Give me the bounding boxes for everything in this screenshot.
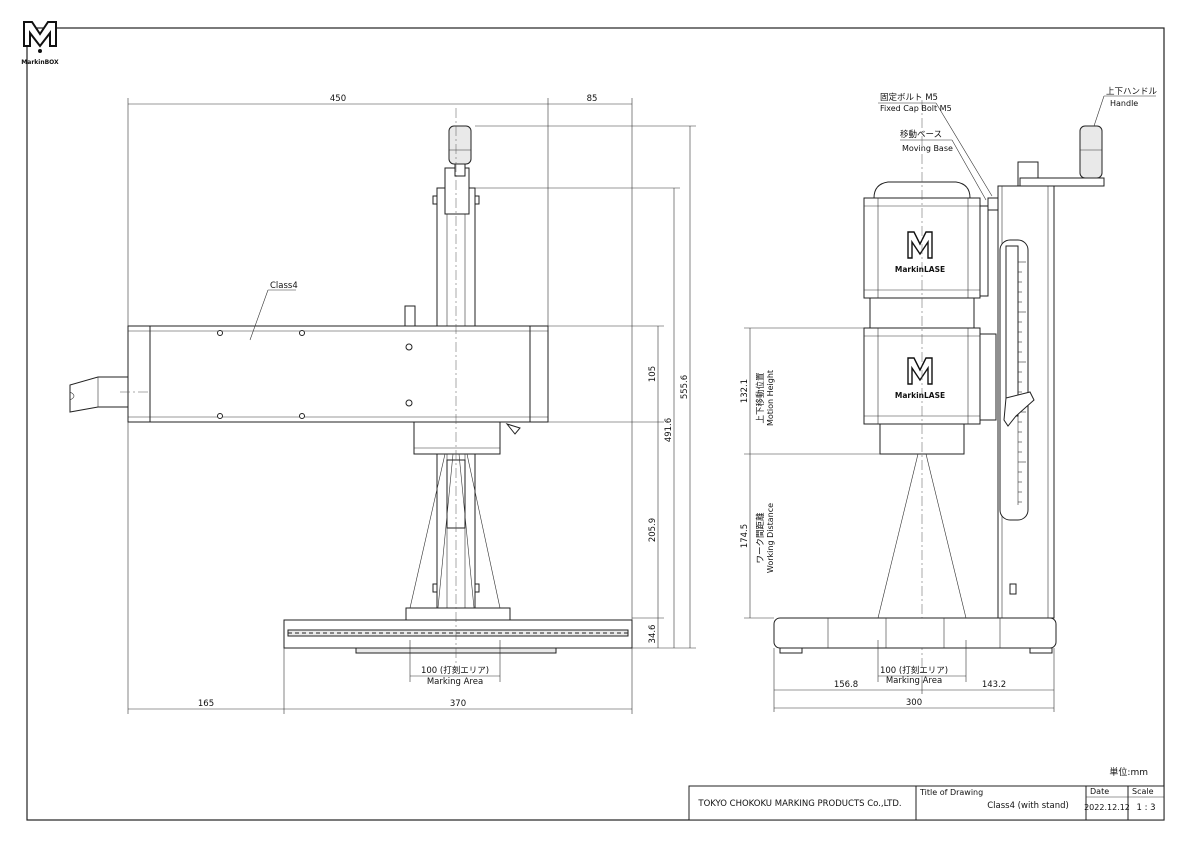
title-date-label: Date <box>1090 787 1109 796</box>
front-head-box <box>127 325 549 423</box>
title-drawing-value: Class4 (with stand) <box>987 801 1069 811</box>
logo-text: MarkinBOX <box>21 59 59 66</box>
title-scale-value: 1 : 3 <box>1136 803 1155 813</box>
callout-handle-en: Handle <box>1110 99 1138 108</box>
front-marking-area-jp: 100 (打刻エリア) <box>421 665 489 676</box>
callout-fixed-bolt-jp: 固定ボルト M5 <box>880 92 938 103</box>
side-base-plate <box>773 617 1057 649</box>
dim-working-en: Working Distance <box>766 503 775 573</box>
dim-working-jp: ワーク間距離 <box>755 512 766 564</box>
title-company: TOKYO CHOKOKU MARKING PRODUCTS Co.,LTD. <box>697 799 901 809</box>
title-block: TOKYO CHOKOKU MARKING PRODUCTS Co.,LTD. … <box>688 785 1165 821</box>
side-dimensions: 132.1 上下移動位置 Motion Height 174.5 ワーク間距離 … <box>740 327 1055 712</box>
side-head-lower-text: MarkinLASE <box>895 391 945 400</box>
side-head-upper-logo-icon <box>907 231 933 259</box>
callout-moving-base-jp: 移動ベース <box>900 129 942 140</box>
dim-height-491: 491.6 <box>664 418 674 442</box>
front-marking-area-en: Marking Area <box>427 677 483 687</box>
side-handle-arm <box>1019 177 1105 187</box>
dim-motion-en: Motion Height <box>766 370 775 426</box>
dim-left-offset: 165 <box>198 699 214 709</box>
side-marking-area-jp: 100 (打刻エリア) <box>880 665 948 676</box>
front-top-fitting <box>404 305 416 327</box>
front-handle-knob-icon <box>448 125 472 165</box>
logo-dot-icon <box>38 49 42 53</box>
side-clamp-lever-icon <box>1003 391 1035 427</box>
side-view: MarkinLASE MarkinLASE <box>773 100 1105 680</box>
side-head-lower-logo-icon <box>907 357 933 385</box>
dim-working-height: 205.9 <box>648 518 658 542</box>
logo: MarkinBOX <box>21 21 59 66</box>
title-date-value: 2022.12.12 <box>1084 803 1130 812</box>
dim-motion-jp: 上下移動位置 <box>755 372 766 424</box>
dim-base-width: 370 <box>450 699 466 709</box>
dim-total-height: 555.6 <box>680 375 690 399</box>
dim-top-offset: 85 <box>587 94 598 104</box>
sheet-border <box>26 27 1165 821</box>
side-head-upper-text: MarkinLASE <box>895 265 945 274</box>
callout-fixed-bolt-en: Fixed Cap Bolt M5 <box>880 104 952 113</box>
units-label: 単位:mm <box>1109 766 1148 778</box>
dim-side-right-offset: 143.2 <box>982 680 1006 690</box>
front-label-class4: Class4 <box>270 281 298 291</box>
dim-working-value: 174.5 <box>740 524 750 548</box>
callout-moving-base-en: Moving Base <box>902 144 953 153</box>
callout-handle-jp: 上下ハンドル <box>1106 87 1158 97</box>
front-dimensions: 450 85 555.6 491.6 105 205.9 34.6 165 37… <box>127 94 696 714</box>
dim-motion-value: 132.1 <box>740 379 750 403</box>
front-cable <box>69 376 129 413</box>
title-drawing-label: Title of Drawing <box>919 788 983 797</box>
dim-side-base-width: 300 <box>906 698 922 708</box>
side-handle-knob-icon <box>1079 125 1103 179</box>
dim-head-height: 105 <box>648 366 658 382</box>
side-marking-area-en: Marking Area <box>886 676 942 686</box>
logo-mark-icon <box>23 21 57 48</box>
dim-side-left-offset: 156.8 <box>834 680 858 690</box>
front-lens-housing <box>413 421 501 455</box>
dim-base-height: 34.6 <box>648 625 658 644</box>
title-scale-label: Scale <box>1132 787 1154 796</box>
side-callouts: 固定ボルト M5 Fixed Cap Bolt M5 移動ベース Moving … <box>878 87 1158 201</box>
front-view <box>69 108 633 670</box>
dim-top-width: 450 <box>330 94 346 104</box>
